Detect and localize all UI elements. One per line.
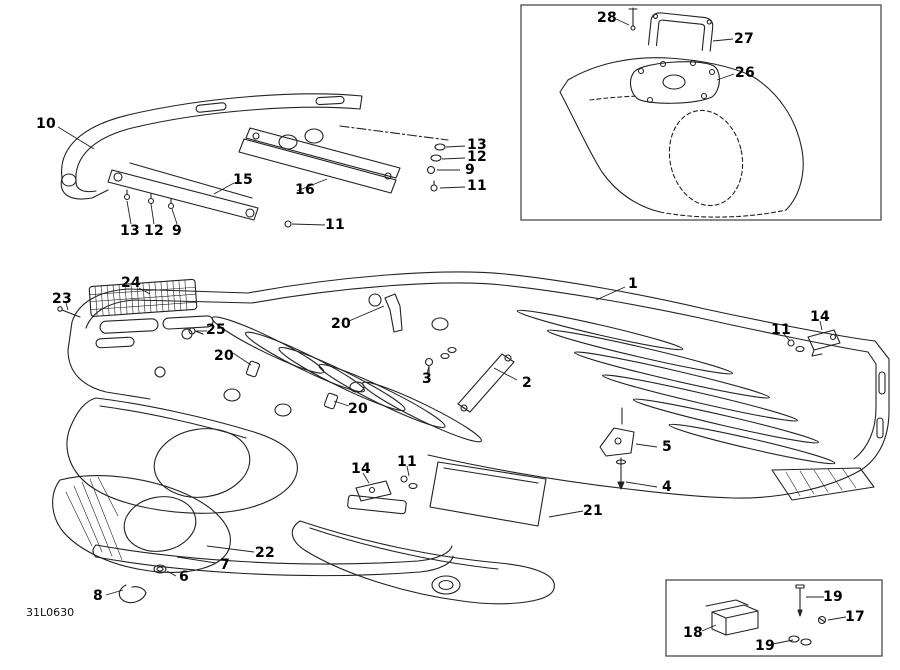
callout-20: 20 [348, 401, 368, 417]
callout-7: 7 [220, 557, 230, 573]
callout-26: 26 [735, 65, 755, 81]
callout-2: 2 [522, 375, 532, 391]
callout-5: 5 [662, 439, 672, 455]
bottom-pan [291, 520, 555, 605]
mount-plate-part [629, 59, 720, 104]
callout-12: 12 [144, 223, 164, 239]
callout-24: 24 [121, 275, 141, 291]
callout-23: 23 [52, 291, 72, 307]
callout-21: 21 [583, 503, 603, 519]
pin-part [628, 7, 638, 31]
leader-lines [57, 18, 847, 645]
callout-3: 3 [422, 371, 432, 387]
callout-9: 9 [465, 162, 475, 178]
callout-4: 4 [662, 479, 672, 495]
callout-10: 10 [36, 116, 56, 132]
inset-bottom-right-frame [665, 579, 883, 657]
callout-1: 1 [628, 276, 638, 292]
lower-trim-strip [92, 544, 454, 604]
callout-11: 11 [397, 454, 417, 470]
callout-11: 11 [771, 322, 791, 338]
callout-22: 22 [255, 545, 275, 561]
inset-top-right-art [559, 7, 804, 218]
inset-bottom-right-art [705, 584, 827, 646]
callout-27: 27 [734, 31, 754, 47]
callout-20: 20 [214, 348, 234, 364]
callout-9: 9 [172, 223, 182, 239]
inset-top-right-frame [520, 4, 882, 221]
main-frame [57, 271, 890, 527]
bumper-assembly [60, 93, 449, 228]
callout-14: 14 [810, 309, 830, 325]
callout-25: 25 [206, 322, 226, 338]
callout-11: 11 [325, 217, 345, 233]
callout-8: 8 [93, 588, 103, 604]
diagram-code: 31L0630 [26, 606, 75, 619]
callout-12: 12 [467, 149, 487, 165]
belly-panel-left [52, 475, 231, 573]
callout-14: 14 [351, 461, 371, 477]
callout-28: 28 [597, 10, 617, 26]
callout-11: 11 [467, 178, 487, 194]
callout-15: 15 [233, 172, 253, 188]
u-bracket-part [647, 12, 714, 52]
callout-20: 20 [331, 316, 351, 332]
callout-17: 17 [845, 609, 865, 625]
callout-13: 13 [467, 137, 487, 153]
callout-19: 19 [755, 638, 775, 654]
vent-grille [88, 278, 198, 317]
callout-19: 19 [823, 589, 843, 605]
callout-6: 6 [179, 569, 189, 585]
callout-18: 18 [683, 625, 703, 641]
callout-16: 16 [295, 182, 315, 198]
callout-13: 13 [120, 223, 140, 239]
